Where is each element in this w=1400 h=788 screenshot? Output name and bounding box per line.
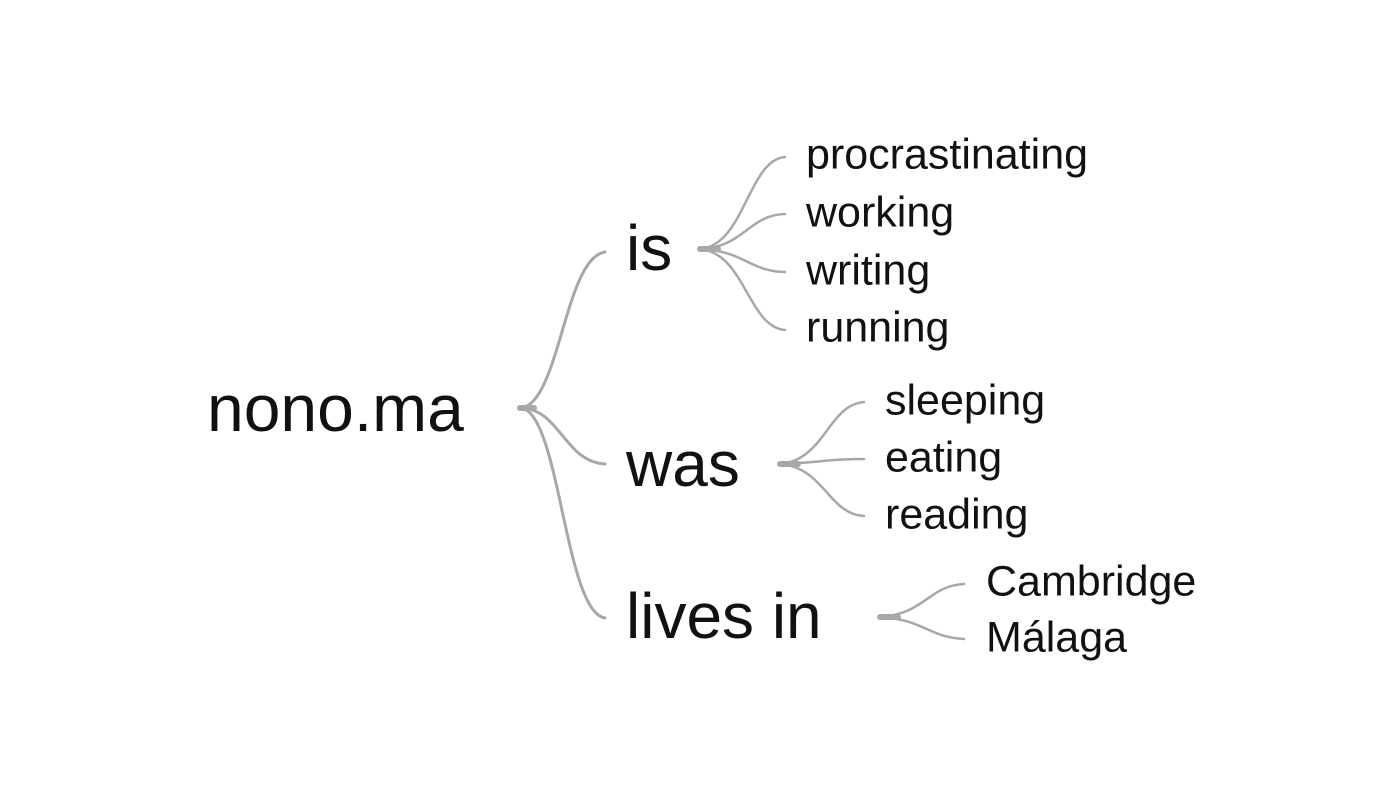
connector-lives-in-cambridge [878,582,966,619]
connector-was-sleeping [778,400,866,466]
connector-is-running [698,247,787,332]
leaf-node-reading: reading [885,490,1029,539]
connector-root-is [520,250,607,410]
leaf-node-eating: eating [885,433,1003,482]
leaf-node-sleeping: sleeping [885,376,1046,425]
leaf-node-running: running [806,303,950,352]
leaf-node-cambridge: Cambridge [986,557,1197,606]
leaf-node-procrastinating: procrastinating [806,130,1089,179]
connector-root-lives-in [520,406,607,620]
leaf-node-writing: writing [806,246,931,295]
leaf-node-working: working [806,188,955,237]
verb-node-lives-in: lives in [626,580,822,652]
root-node-label: nono.ma [207,371,464,445]
connector-lives-in-malaga [878,615,966,641]
leaf-node-malaga: Málaga [986,613,1128,662]
verb-node-was: was [626,428,740,500]
connector-was-reading [778,462,866,518]
connector-is-working [698,212,787,251]
connector-is-procrastinating [698,155,787,251]
verb-node-is: is [626,212,673,284]
